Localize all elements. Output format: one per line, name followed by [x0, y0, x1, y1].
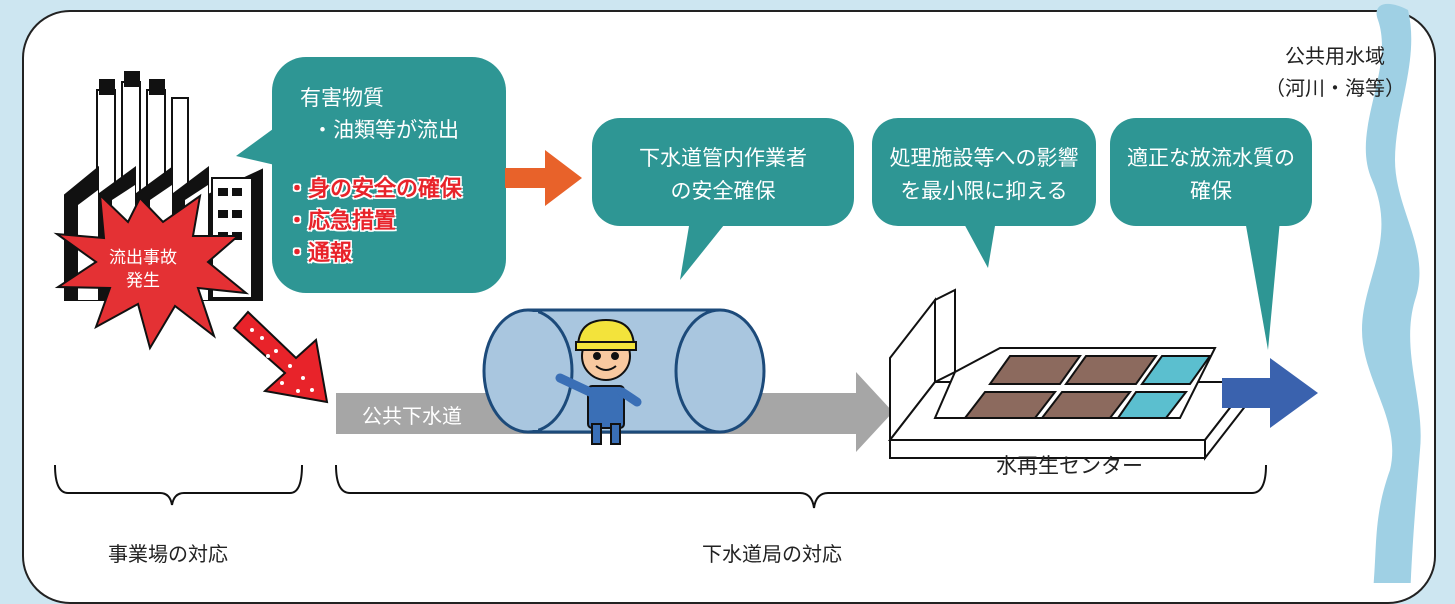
company-bubble-subtitle: ・油類等が流出 — [312, 118, 459, 142]
diagram-panel — [22, 10, 1436, 604]
treatment-line1: 処理施設等への影響 — [889, 146, 1079, 170]
incident-label-line2: 発生 — [126, 271, 160, 291]
water-center-label: 水再生センター — [996, 454, 1143, 478]
treatment-line2: を最小限に抑える — [900, 179, 1068, 203]
incident-label-line1: 流出事故 — [109, 248, 177, 268]
treatment-bubble-tail — [962, 220, 996, 268]
discharge-arrow — [1222, 358, 1318, 428]
public-waters-line2: （河川・海等） — [1265, 76, 1405, 100]
public-waters-label: 公共用水域 （河川・海等） — [1240, 40, 1430, 104]
flow-arrow-orange — [505, 150, 582, 206]
diagram-graphics — [53, 3, 1421, 583]
pipe-safety-bubble-tail — [680, 220, 728, 280]
bureau-response-label: 下水道局の対応 — [702, 542, 842, 566]
treatment-bubble — [872, 118, 1096, 226]
public-waters-line1: 公共用水域 — [1285, 44, 1385, 68]
worker-figure — [555, 318, 642, 445]
pipe-safety-text: 下水道管内作業者 の安全確保 — [592, 142, 854, 208]
incident-burst — [53, 192, 250, 351]
pipe-safety-bubble — [592, 118, 854, 226]
treatment-text: 処理施設等への影響 を最小限に抑える — [872, 142, 1096, 208]
bureau-bracket — [335, 464, 1267, 509]
discharge-line2: 確保 — [1190, 179, 1232, 203]
discharge-line1: 適正な放流水質の — [1127, 146, 1295, 170]
discharge-bubble — [1110, 118, 1312, 226]
action-item-safety: ・身の安全の確保 — [286, 177, 463, 202]
diagram-stage: 有害物質 ・油類等が流出 ・身の安全の確保 ・応急措置 ・通報 流出事故 発生 … — [22, 3, 1436, 604]
company-response-label: 事業場の対応 — [108, 542, 228, 566]
river — [1362, 3, 1421, 583]
treatment-tank — [887, 288, 1253, 461]
pipe-safety-line2: の安全確保 — [670, 179, 776, 203]
discharge-bubble-tail — [1245, 220, 1280, 350]
public-sewer-label: 公共下水道 — [362, 404, 462, 428]
company-bracket — [54, 464, 303, 506]
discharge-text: 適正な放流水質の 確保 — [1110, 142, 1312, 208]
action-item-emergency: ・応急措置 — [286, 209, 397, 234]
pipe-safety-line1: 下水道管内作業者 — [639, 146, 807, 170]
action-item-report: ・通報 — [286, 241, 353, 266]
company-bubble — [272, 57, 506, 293]
company-bubble-title: 有害物質 — [300, 86, 384, 110]
incident-label: 流出事故 発生 — [103, 247, 183, 293]
